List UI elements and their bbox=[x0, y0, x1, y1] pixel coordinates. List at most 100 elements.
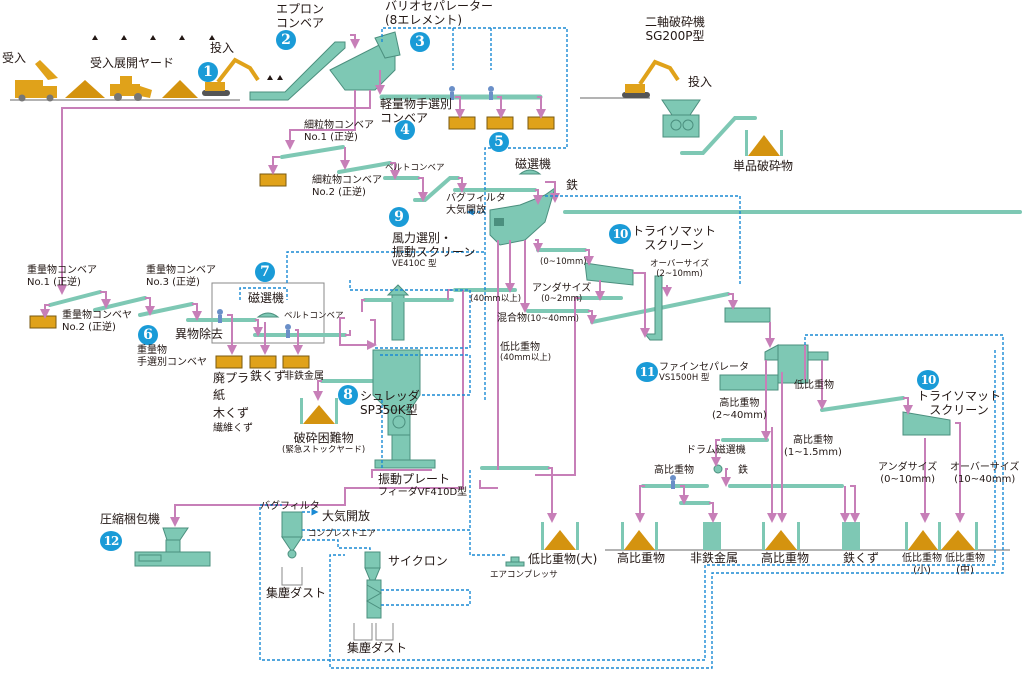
label-high-density-b: 高比重物 bbox=[654, 465, 694, 476]
material-flow-lines bbox=[40, 34, 965, 527]
label-belt-conveyor-a: ベルトコンベア bbox=[385, 163, 445, 173]
label-bag-filter-vent-a: バグフィルタ大気開放 bbox=[446, 193, 506, 216]
label-bag-filter-b: バグフィルタ bbox=[260, 501, 320, 512]
wheel-loader-icon bbox=[110, 76, 152, 101]
excavator-icon bbox=[202, 57, 260, 96]
material-pile bbox=[65, 80, 105, 98]
air-compressor-icon bbox=[505, 556, 525, 567]
label-low-density-40: 低比重物(40mm以上) bbox=[500, 342, 552, 363]
label-magnetic-separator-b: 磁選機 bbox=[248, 291, 285, 305]
step-badge-11: 11 bbox=[636, 362, 658, 382]
label-air-compressor: エアコンプレッサ bbox=[490, 570, 558, 580]
output-bunkers bbox=[621, 522, 978, 550]
step-badge-5: 5 bbox=[489, 132, 509, 152]
fine-conveyor-2 bbox=[337, 161, 392, 174]
label-iron-scrap-a: 鉄くず bbox=[250, 369, 287, 383]
label-low-density-a: 低比重物 bbox=[794, 380, 834, 391]
label-out-high-density-1: 高比重物 bbox=[617, 551, 666, 565]
label-belt-conveyor-b: ベルトコンベア bbox=[284, 311, 344, 321]
label-single-crushed: 単品破砕物 bbox=[733, 159, 794, 173]
drop-markers bbox=[92, 35, 283, 80]
compression-baler bbox=[134, 527, 211, 567]
label-baler: 圧縮梱包機 bbox=[100, 512, 161, 526]
label-input-2: 投入 bbox=[688, 75, 713, 89]
label-hard-to-crush: 破砕困難物(緊急ストックヤード) bbox=[282, 431, 366, 455]
low-density-large-bunker bbox=[541, 522, 579, 550]
single-crushed-bunker bbox=[745, 130, 783, 156]
apron-conveyor bbox=[249, 41, 346, 101]
label-out-iron-scrap: 鉄くず bbox=[843, 551, 880, 565]
step-badge-8: 8 bbox=[338, 385, 358, 405]
label-compressed-air: コンプレストエア bbox=[308, 529, 376, 539]
label-high-density-2-40: 高比重物(2~40mm) bbox=[712, 398, 767, 421]
label-out-high-density-2: 高比重物 bbox=[761, 551, 810, 565]
dust-bin-a bbox=[281, 567, 303, 586]
label-iron-b: 鉄 bbox=[738, 465, 748, 476]
worker-icon bbox=[670, 475, 676, 489]
dust-bin-b bbox=[353, 623, 373, 641]
label-nonferrous-a: 非鉄金属 bbox=[284, 371, 324, 382]
cyclone bbox=[364, 551, 383, 619]
step-badge-9: 9 bbox=[389, 207, 409, 227]
label-heavy-hand-sort: 重量物手選別コンベヤ bbox=[137, 345, 207, 368]
label-waste-plastic-etc: 廃プラ紙木くず繊維くず bbox=[213, 371, 253, 435]
step-badge-6: 6 bbox=[138, 325, 158, 345]
dump-truck-icon bbox=[15, 60, 58, 102]
heavy-conveyor-3 bbox=[138, 302, 194, 317]
label-light-sort-conveyor: 軽量物手選別コンベア bbox=[380, 97, 453, 125]
step-badge-12: 12 bbox=[100, 531, 122, 551]
worker-icon bbox=[285, 324, 291, 338]
container-bin bbox=[29, 315, 57, 329]
heavy-conveyor-2 bbox=[93, 296, 147, 312]
step-badge-3: 3 bbox=[410, 32, 430, 52]
crusher-discharge-conveyor bbox=[680, 116, 757, 155]
vario-separator bbox=[329, 31, 401, 91]
label-undersize-0-2: アンダサイズ(0~2mm) bbox=[532, 283, 592, 304]
label-receiving-yard: 受入展開ヤード bbox=[90, 56, 175, 70]
worker-icon bbox=[488, 86, 494, 100]
low-density-conveyor bbox=[820, 396, 905, 412]
step-badge-2: 2 bbox=[276, 30, 296, 50]
magnetic-separator-icon bbox=[256, 312, 280, 318]
shredder bbox=[372, 284, 436, 469]
label-out-nonferrous: 非鉄金属 bbox=[690, 551, 739, 565]
label-vent-b: 大気開放 bbox=[322, 509, 371, 523]
twin-shaft-crusher bbox=[661, 99, 701, 138]
label-size-0-10: (0~10mm) bbox=[540, 257, 587, 267]
label-trommel-screen-1: トライソマットスクリーン bbox=[632, 224, 717, 252]
label-apron-conveyor: エプロンコンベア bbox=[276, 2, 325, 30]
step-badge-10a: 10 bbox=[609, 224, 631, 244]
excavator-icon bbox=[622, 59, 680, 98]
worker-icon bbox=[449, 86, 455, 100]
air-flow-lines bbox=[239, 27, 1004, 669]
material-pile bbox=[162, 80, 198, 98]
label-undersize-0-10: アンダサイズ(0~10mm) bbox=[878, 462, 938, 485]
container-bins-5 bbox=[259, 116, 555, 187]
heavy-conveyor-1 bbox=[48, 290, 102, 307]
step-badge-7: 7 bbox=[255, 262, 275, 282]
drum-magnet-icon bbox=[713, 464, 723, 474]
label-trommel-screen-2: トライソマットスクリーン bbox=[917, 389, 1002, 417]
worker-icon bbox=[217, 309, 223, 323]
label-iron-a: 鉄 bbox=[566, 178, 579, 192]
step-badge-4: 4 bbox=[395, 120, 415, 140]
label-receiving: 受入 bbox=[2, 51, 27, 65]
label-over-40: (40mm以上) bbox=[470, 294, 522, 304]
vertical-chute bbox=[643, 275, 663, 341]
label-magnetic-separator-a: 磁選機 bbox=[515, 157, 552, 171]
label-vario-separator: バリオセパレーター(8エレメント) bbox=[385, 0, 494, 27]
label-out-low-density-small: 低比重物(小) bbox=[902, 553, 942, 576]
label-low-density-large: 低比重物(大) bbox=[528, 552, 598, 566]
label-oversize-10-40: オーバーサイズ(10~40mm) bbox=[950, 462, 1020, 485]
label-foreign-removal: 異物除去 bbox=[175, 327, 224, 341]
label-drum-magnet: ドラム磁選機 bbox=[686, 445, 746, 456]
